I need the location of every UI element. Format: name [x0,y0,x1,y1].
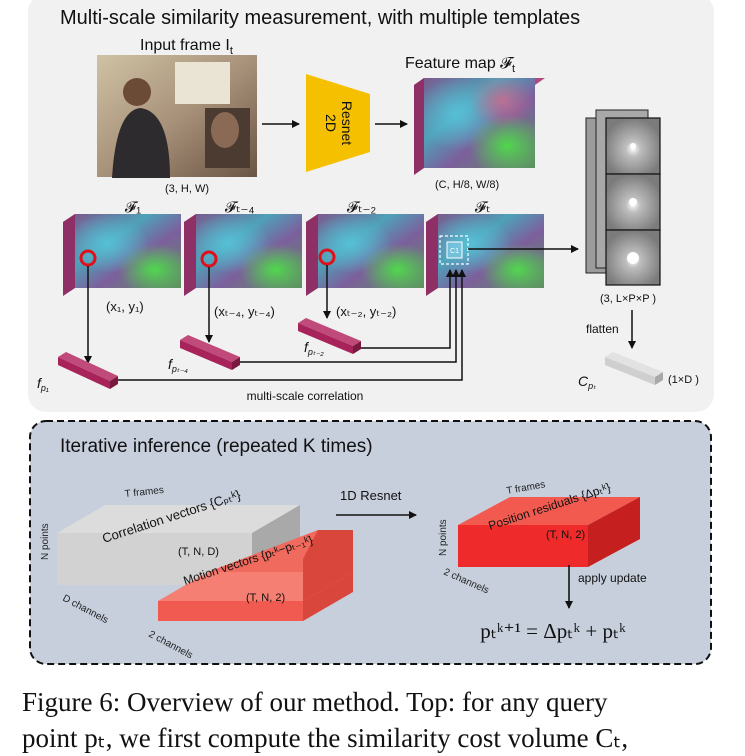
query-marker-1 [79,249,97,267]
feature-map-volume [414,78,545,175]
feature-vector-label-1: fp₁ [37,375,49,393]
template-label-t-2: 𝓕ₜ₋₂ [347,199,376,216]
motion-block [158,530,353,621]
corr-dims: (T, N, D) [178,546,219,558]
input-frame-image [97,55,257,178]
feature-vector-label-t-4: fpₜ₋₄ [168,356,188,374]
n-points-left: N points [40,523,51,560]
correlation-label: multi-scale correlation [247,389,364,403]
caption-line-2: point pₜ, we first compute the similarit… [22,723,629,753]
point-label-t-4: (xₜ₋₄, yₜ₋₄) [214,304,275,319]
cost-vector-label: Cpₜ [578,373,596,391]
apply-update-label: apply update [578,571,647,585]
correlation-line-t-2 [361,269,454,349]
crop-box-outer [439,235,469,265]
cost-vector-dims: (1×D ) [668,374,699,386]
template-map-1 [63,214,181,296]
bottom-panel-title: Iterative inference (repeated K times) [60,436,373,457]
template-label-t-4: 𝓕ₜ₋₄ [225,199,255,216]
cost-dims: (3, L×P×P ) [600,293,656,305]
query-marker-t-2 [318,248,336,266]
feature-map-label: Feature map 𝓕t [405,55,515,75]
resnet-1d-label: 1D Resnet [340,488,402,503]
residual-block [458,497,640,567]
correlation-block [57,505,300,585]
feature-vector-label-t-2: fpₜ₋₂ [304,339,324,357]
crop-box-inner [446,241,463,259]
crop-label: C1 [450,248,459,255]
correlation-line-t-4 [240,269,460,363]
input-frame-label: Input frame It [140,37,233,57]
flatten-label: flatten [586,322,619,336]
template-map-t-2 [306,214,424,296]
correlation-line-1 [118,269,466,381]
resnet-label-bottom: Resnet [339,101,355,145]
feature-vector-1 [58,352,118,389]
template-map-t [426,214,544,296]
cost-vector [605,352,663,385]
point-label-t-2: (xₜ₋₂, yₜ₋₂) [336,304,396,319]
query-marker-t-4 [200,250,218,268]
feature-dims: (C, H/8, W/8) [435,179,499,191]
n-points-right: N points [438,519,449,556]
point-label-1: (x₁, y₁) [106,299,144,314]
template-label-t: 𝓕ₜ [475,199,491,216]
motion-dims: (T, N, 2) [246,592,285,604]
caption-line-1: Figure 6: Overview of our method. Top: f… [22,687,608,717]
template-map-t-4 [184,214,302,296]
resnet-label-top: 2D [323,114,339,132]
figure-caption: Figure 6: Overview of our method. Top: f… [22,684,722,756]
top-panel-title: Multi-scale similarity measurement, with… [60,7,580,29]
resnet-2d-block [306,74,370,172]
feature-vector-t-2 [298,318,361,354]
cost-volume [585,109,661,286]
feature-vector-t-4 [180,335,240,370]
update-equation: pₜᵏ⁺¹ = Δpₜᵏ + pₜᵏ [480,619,626,643]
residual-dims: (T, N, 2) [546,529,585,541]
t-frames-left: T frames [124,485,164,500]
input-dims: (3, H, W) [165,183,209,195]
template-label-1: 𝓕₁ [125,199,141,216]
